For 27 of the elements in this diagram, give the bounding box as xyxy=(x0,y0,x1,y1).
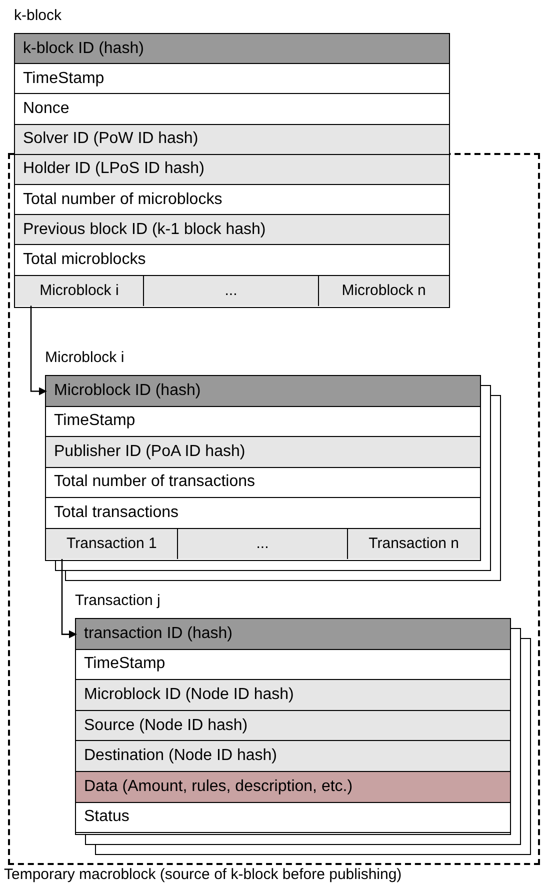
field-row: k-block ID (hash) xyxy=(15,34,449,64)
field-row: transaction ID (hash) xyxy=(76,619,510,650)
arrow xyxy=(61,559,77,638)
field-row: Data (Amount, rules, description, etc.) xyxy=(76,772,510,803)
field-row: Destination (Node ID hash) xyxy=(76,741,510,772)
field-row: Total number of transactions xyxy=(46,468,480,498)
field-row: Holder ID (LPoS ID hash) xyxy=(15,154,449,185)
field-row: Status xyxy=(76,802,510,834)
arrow xyxy=(30,306,47,396)
table-heading: k-block xyxy=(14,7,62,24)
field-row: TimeStamp xyxy=(76,650,510,680)
field-row: Publisher ID (PoA ID hash) xyxy=(46,437,480,468)
table-heading: Microblock i xyxy=(45,349,124,366)
field-cell: ... xyxy=(144,276,319,306)
field-row: Microblock ID (hash) xyxy=(46,376,480,406)
field-cell: Microblock i xyxy=(15,276,144,306)
field-row: Microblock ID (Node ID hash) xyxy=(76,680,510,711)
region-caption: Temporary macroblock (source of k-block before publishing) xyxy=(4,866,402,883)
field-row: Previous block ID (k-1 block hash) xyxy=(15,215,449,246)
field-row: Solver ID (PoW ID hash) xyxy=(15,124,449,155)
field-cell: Transaction n xyxy=(348,528,480,559)
field-row: TimeStamp xyxy=(46,406,480,437)
field-cell: Microblock n xyxy=(318,276,449,306)
field-row: Source (Node ID hash) xyxy=(76,710,510,742)
field-cell: ... xyxy=(178,528,348,559)
field-cell: Transaction 1 xyxy=(46,528,178,559)
table-heading: Transaction j xyxy=(75,592,160,609)
